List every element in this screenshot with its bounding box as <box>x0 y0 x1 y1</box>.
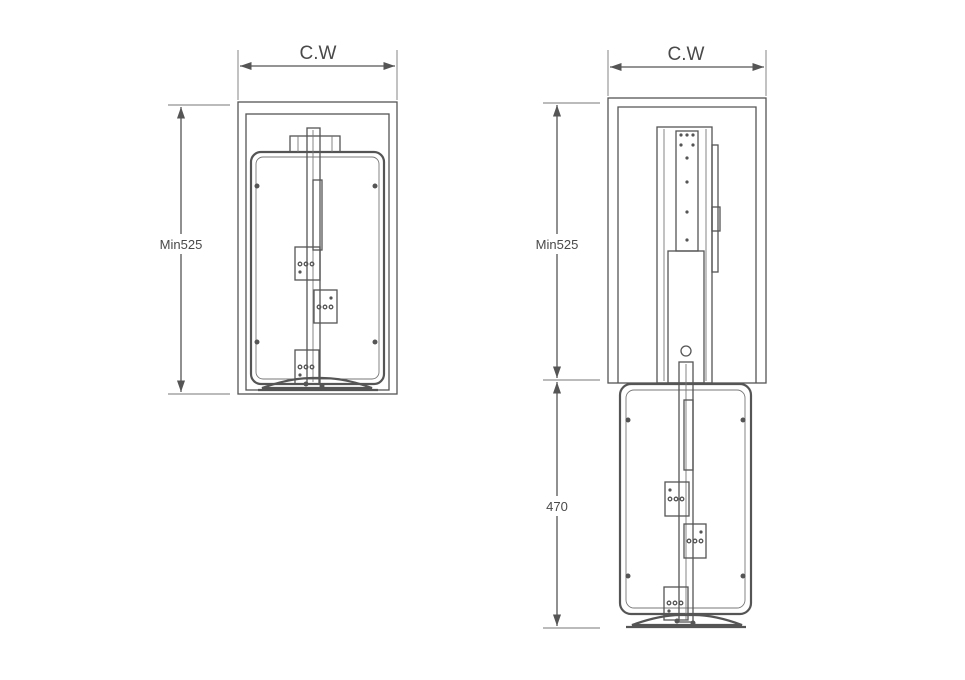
left-width-dimension: C.W <box>237 43 398 100</box>
left-height-dimension: Min525 <box>148 104 230 395</box>
left-top-mount <box>289 135 341 153</box>
right-extension-label: 470 <box>546 499 568 514</box>
right-bracket-upper <box>664 481 690 517</box>
right-base <box>626 613 746 629</box>
right-extension-dimension: 470 <box>540 382 600 629</box>
left-basket <box>249 150 386 386</box>
right-width-label: C.W <box>668 44 705 65</box>
right-height-label: Min525 <box>536 237 579 252</box>
right-width-dimension: C.W <box>607 44 767 96</box>
left-width-label: C.W <box>300 43 337 64</box>
right-bracket-middle <box>683 523 707 559</box>
left-bracket-upper <box>294 246 321 281</box>
left-base <box>258 376 378 392</box>
right-column <box>678 361 694 623</box>
left-bracket-middle <box>313 289 338 324</box>
right-basket <box>618 382 753 616</box>
left-view: C.W Min525 <box>148 43 398 395</box>
left-height-label: Min525 <box>160 237 203 252</box>
right-rail-housing <box>656 126 721 384</box>
right-view: C.W Min525 470 <box>526 44 767 629</box>
right-height-dimension: Min525 <box>526 102 600 381</box>
